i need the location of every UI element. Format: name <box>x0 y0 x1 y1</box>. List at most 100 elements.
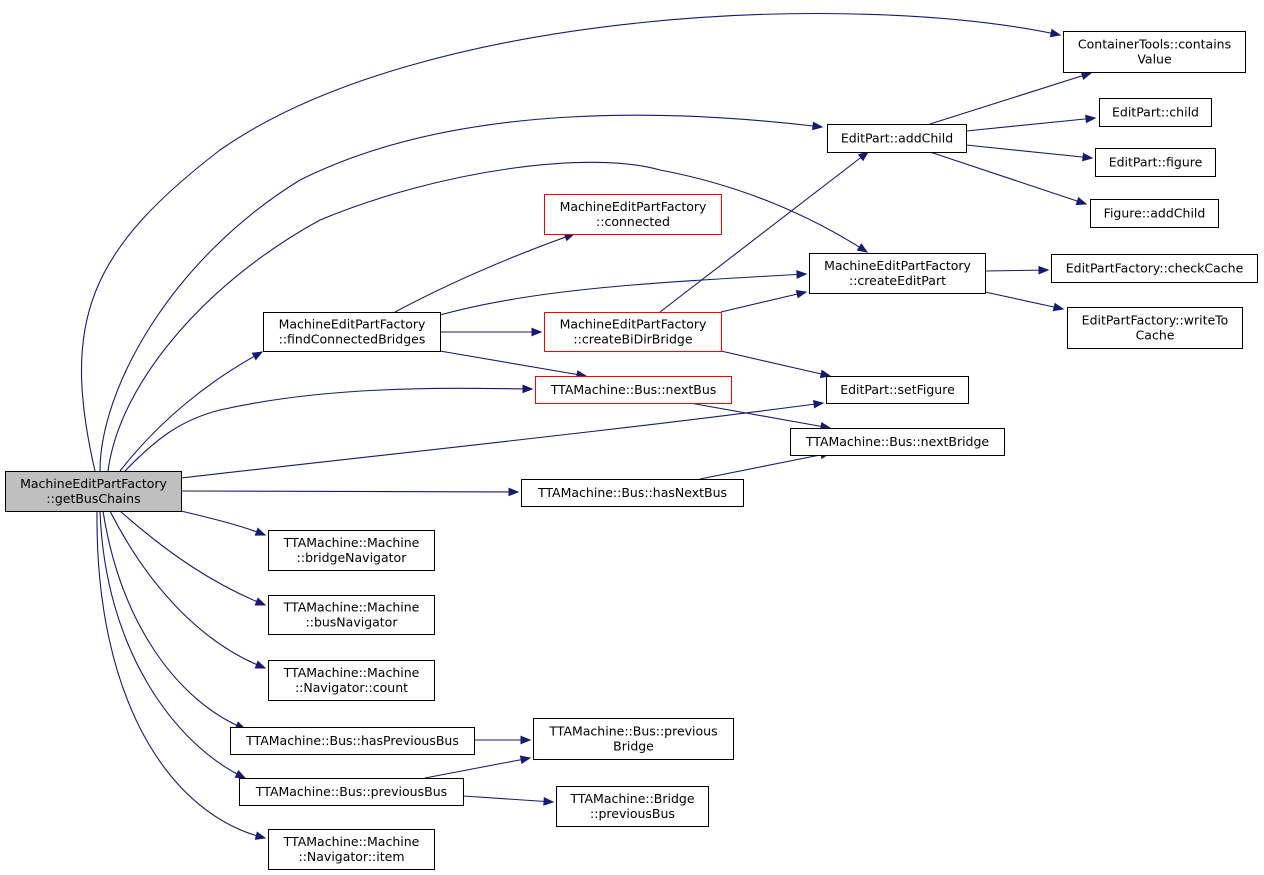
node-label: ::connected <box>596 214 670 229</box>
edge-createBiDirBridge-to-setFigure <box>720 350 832 379</box>
node-label: TTAMachine::Bus::previousBus <box>255 784 447 799</box>
node-label: TTAMachine::Bridge <box>569 791 694 806</box>
node-child[interactable]: EditPart::child <box>1099 98 1212 127</box>
node-label: ContainerTools::contains <box>1078 37 1231 52</box>
node-nextBus[interactable]: TTAMachine::Bus::nextBus <box>535 376 732 404</box>
edge-layer <box>80 12 1097 840</box>
edge-line <box>720 350 831 377</box>
node-label: EditPartFactory::checkCache <box>1066 261 1244 276</box>
arrowhead-icon <box>531 327 543 337</box>
node-hasNextBus[interactable]: TTAMachine::Bus::hasNextBus <box>521 479 744 507</box>
edge-line <box>965 144 1093 159</box>
arrowhead-icon <box>522 384 534 394</box>
node-nextBridge[interactable]: TTAMachine::Bus::nextBridge <box>790 428 1005 456</box>
edge-line <box>659 151 869 313</box>
edge-getBusChains-to-findConnectedBridges <box>119 351 264 472</box>
node-label: ::createEditPart <box>849 273 946 288</box>
edge-createBiDirBridge-to-addChild <box>659 151 870 313</box>
node-label: EditPart::setFigure <box>840 382 955 397</box>
edge-line <box>119 351 263 472</box>
node-findConnectedBridges[interactable]: MachineEditPartFactory::findConnectedBri… <box>263 312 441 352</box>
arrowhead-icon <box>543 797 555 806</box>
node-label: TTAMachine::Machine <box>283 665 420 680</box>
node-previousBus[interactable]: TTAMachine::Bus::previousBus <box>239 778 464 806</box>
edge-getBusChains-to-hasPreviousBus <box>102 510 247 730</box>
edge-line <box>119 510 266 606</box>
node-hasPreviousBus[interactable]: TTAMachine::Bus::hasPreviousBus <box>230 727 475 755</box>
node-addChild[interactable]: EditPart::addChild <box>827 124 967 153</box>
arrowhead-icon <box>1082 152 1094 162</box>
node-navItem[interactable]: TTAMachine::Machine::Navigator::item <box>268 829 435 870</box>
node-getBusChains[interactable]: MachineEditPartFactory::getBusChains <box>5 471 182 512</box>
edge-line <box>109 510 266 669</box>
node-createEditPart[interactable]: MachineEditPartFactory::createEditPart <box>809 253 986 294</box>
edge-line <box>689 402 831 429</box>
arrowhead-icon <box>251 351 264 361</box>
edge-line <box>984 269 1049 272</box>
node-label: MachineEditPartFactory <box>279 317 426 332</box>
node-box <box>230 727 475 755</box>
node-label: Value <box>1137 52 1172 67</box>
node-label: ::Navigator::item <box>298 849 404 864</box>
edge-line <box>80 12 1061 472</box>
edge-getBusChains-to-hasNextBus <box>180 487 520 497</box>
arrowhead-icon <box>813 399 825 409</box>
edge-addChild-to-figAddChild <box>929 151 1088 206</box>
node-label: MachineEditPartFactory <box>560 317 707 332</box>
edge-getBusChains-to-navCount <box>109 510 267 669</box>
edge-createEditPart-to-writeToCache <box>984 291 1065 312</box>
node-label: TTAMachine::Bus::nextBus <box>550 382 717 397</box>
node-label: ::getBusChains <box>46 491 140 506</box>
arrowhead-icon <box>1049 28 1062 38</box>
node-label: TTAMachine::Bus::previous <box>548 724 717 739</box>
node-box <box>1090 199 1219 228</box>
node-label: TTAMachine::Machine <box>283 600 420 615</box>
edge-line <box>439 273 807 316</box>
node-setFigure[interactable]: EditPart::setFigure <box>826 376 969 404</box>
edge-line <box>462 795 554 803</box>
node-box <box>1095 148 1216 177</box>
arrowhead-icon <box>254 831 267 840</box>
node-navCount[interactable]: TTAMachine::Machine::Navigator::count <box>268 660 435 701</box>
node-box <box>263 312 441 352</box>
node-busNavigator[interactable]: TTAMachine::Machine::busNavigator <box>268 595 435 635</box>
node-box <box>268 829 435 870</box>
node-bridgeNavigator[interactable]: TTAMachine::Machine::bridgeNavigator <box>268 530 435 571</box>
node-box <box>544 194 722 235</box>
node-label: Figure::addChild <box>1104 206 1206 221</box>
node-checkCache[interactable]: EditPartFactory::checkCache <box>1051 254 1258 283</box>
arrowhead-icon <box>519 755 532 765</box>
node-box <box>1099 98 1212 127</box>
edge-line <box>439 350 587 377</box>
edge-line <box>107 161 868 472</box>
edge-previousBus-to-previousBridge <box>424 755 532 779</box>
arrowhead-icon <box>520 735 532 745</box>
node-box <box>556 786 709 827</box>
edge-findConnectedBridges-to-connected <box>394 233 576 313</box>
edge-line <box>984 291 1064 310</box>
arrowhead-icon <box>234 769 247 779</box>
node-figure[interactable]: EditPart::figure <box>1095 148 1216 177</box>
edge-getBusChains-to-setFigure <box>180 399 825 479</box>
node-createBiDirBridge[interactable]: MachineEditPartFactory::createBiDirBridg… <box>544 312 722 352</box>
node-label: TTAMachine::Machine <box>283 834 420 849</box>
node-box <box>239 778 464 806</box>
node-bridgePreviousBus[interactable]: TTAMachine::Bridge::previousBus <box>556 786 709 827</box>
node-connected[interactable]: MachineEditPartFactory::connected <box>544 194 722 235</box>
arrowhead-icon <box>819 369 832 379</box>
arrowhead-icon <box>254 660 267 669</box>
arrowhead-icon <box>1085 114 1097 124</box>
edge-line <box>102 510 246 730</box>
node-label: EditPart::child <box>1112 105 1199 120</box>
arrowhead-icon <box>254 527 267 536</box>
edge-getBusChains-to-busNavigator <box>119 510 267 606</box>
node-figAddChild[interactable]: Figure::addChild <box>1090 199 1219 228</box>
edge-line <box>96 510 266 839</box>
edge-createEditPart-to-checkCache <box>984 265 1050 275</box>
edge-getBusChains-to-previousBus <box>99 510 247 779</box>
node-box <box>827 124 967 153</box>
edge-findConnectedBridges-to-nextBus <box>439 350 588 379</box>
